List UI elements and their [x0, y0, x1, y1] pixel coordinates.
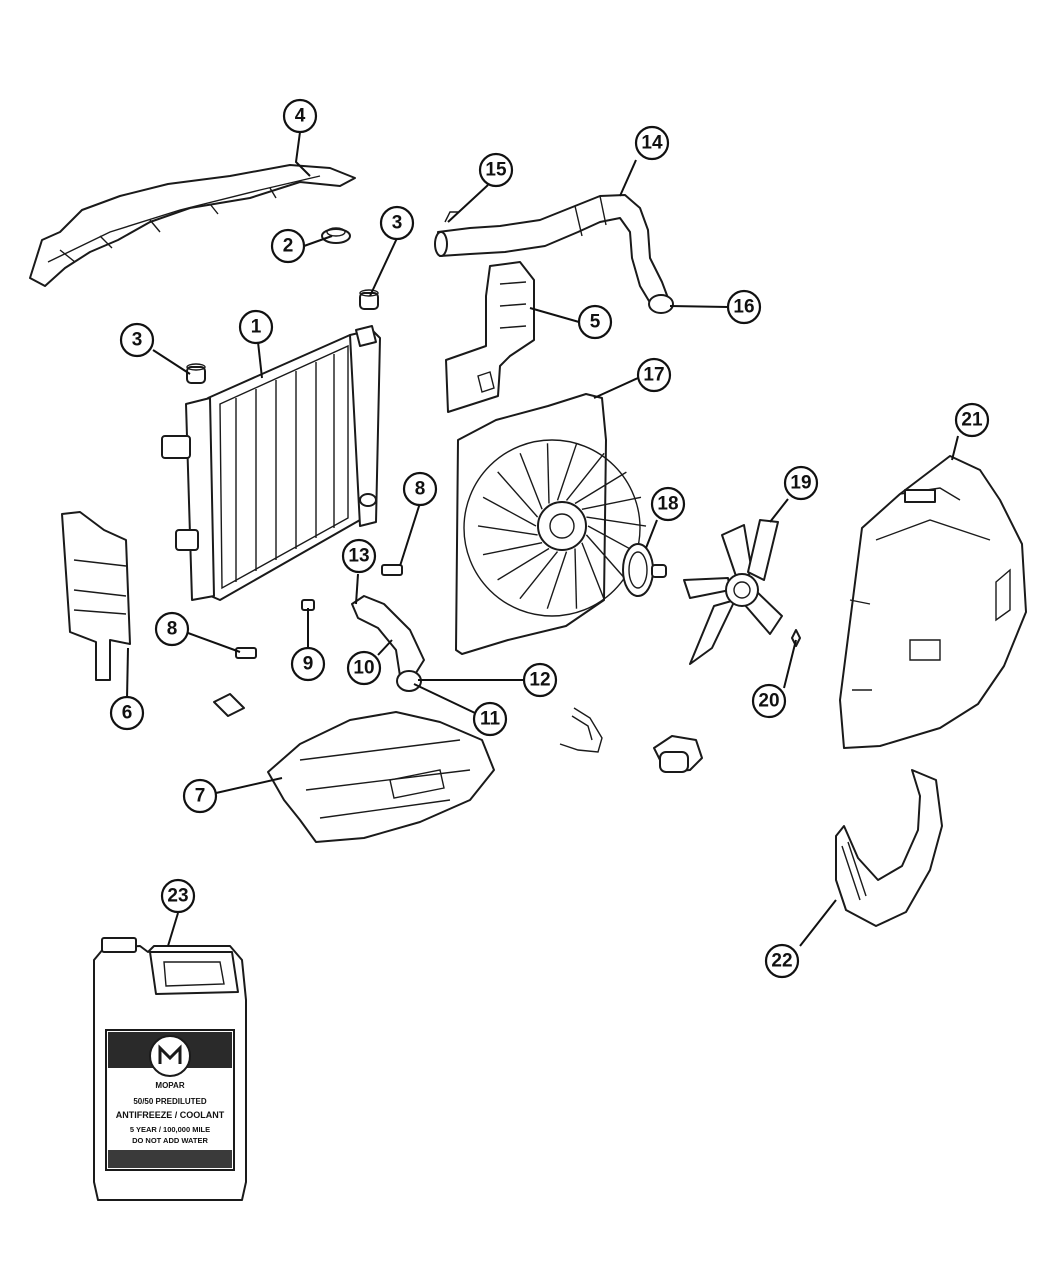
fan-spoke [565, 452, 605, 501]
callout-6-label: 6 [122, 703, 133, 724]
callout-13-label: 13 [348, 546, 369, 567]
callout-20: 20 [751, 683, 787, 719]
callout-11: 11 [472, 701, 508, 737]
callout-19-label: 19 [790, 473, 811, 494]
fan-spoke [574, 548, 578, 609]
clip-left [235, 647, 257, 659]
callout-16-label: 16 [733, 297, 754, 318]
callout-3-left-label: 3 [132, 330, 143, 351]
fan-clutch [622, 543, 667, 597]
small-bracket [213, 693, 245, 717]
upper-insulator [359, 289, 379, 310]
callout-10: 10 [346, 650, 382, 686]
jug-line1-text: 50/50 PREDILUTED [133, 1097, 207, 1106]
callout-23-label: 23 [167, 886, 188, 907]
fan-blade [683, 519, 783, 665]
jug-brand-text: MOPAR [155, 1081, 184, 1090]
callout-22-label: 22 [771, 951, 792, 972]
callout-14: 14 [634, 125, 670, 161]
upper-radiator-hose [434, 194, 674, 314]
fan-spoke [585, 534, 627, 581]
callout-23: 23 [160, 878, 196, 914]
callout-18: 18 [650, 486, 686, 522]
callout-16: 16 [726, 289, 762, 325]
callout-13: 13 [341, 538, 377, 574]
callout-17-label: 17 [643, 365, 664, 386]
left-insulator [186, 363, 206, 384]
air-deflector-bracket [445, 261, 535, 413]
fan-spoke [497, 547, 550, 581]
fan-spoke [482, 542, 543, 556]
callout-12-label: 12 [529, 670, 550, 691]
fan-spoke [482, 496, 537, 527]
fan-spoke [581, 496, 642, 510]
callout-10-label: 10 [353, 658, 374, 679]
lower-fan-shroud [839, 455, 1027, 749]
callout-2: 2 [270, 228, 306, 264]
callout-15-label: 15 [485, 160, 507, 181]
callout-20-label: 20 [758, 691, 779, 712]
callout-14-label: 14 [641, 133, 663, 154]
callout-22: 22 [764, 943, 800, 979]
callout-8-right-label: 8 [415, 479, 426, 500]
jug-line2-text: ANTIFREEZE / COOLANT [116, 1110, 225, 1120]
water-outlet [653, 735, 703, 773]
callout-8-left-label: 8 [167, 619, 178, 640]
fan-spoke [497, 471, 539, 518]
fan-spoke [581, 542, 605, 600]
callout-1-label: 1 [251, 317, 262, 338]
fan-spoke [546, 443, 550, 504]
fan-spoke [519, 551, 559, 600]
callout-3-left: 3 [119, 322, 155, 358]
callout-8-right: 8 [402, 471, 438, 507]
fan-spoke [556, 443, 578, 501]
jug-line3-text: 5 YEAR / 100,000 MILE [130, 1125, 210, 1134]
callout-18-label: 18 [657, 494, 678, 515]
fan-spoke [477, 525, 538, 536]
radiator-cap [321, 227, 351, 244]
fan-spoke [519, 452, 543, 510]
callout-5: 5 [577, 304, 613, 340]
shroud-extension [835, 769, 943, 927]
callout-11-label: 11 [480, 709, 501, 730]
callout-3-upper: 3 [379, 205, 415, 241]
callout-2-label: 2 [283, 236, 294, 257]
hose-bracket [559, 707, 603, 753]
callout-3-upper-label: 3 [392, 213, 403, 234]
callout-15: 15 [478, 152, 514, 188]
radiator [161, 325, 381, 601]
callout-12: 12 [522, 662, 558, 698]
splash-pan [267, 711, 495, 843]
callout-21: 21 [954, 402, 990, 438]
callout-7: 7 [182, 778, 218, 814]
callout-19: 19 [783, 465, 819, 501]
callout-4: 4 [282, 98, 318, 134]
coolant-jug: MOPAR 50/50 PREDILUTED ANTIFREEZE / COOL… [93, 937, 247, 1201]
fan-spoke [574, 471, 627, 505]
side-air-deflector [61, 511, 131, 681]
callout-9: 9 [290, 646, 326, 682]
fan-spoke [546, 551, 568, 609]
callout-6: 6 [109, 695, 145, 731]
callout-5-label: 5 [590, 312, 601, 333]
callout-21-label: 21 [961, 410, 983, 431]
fan-spoke [586, 516, 647, 527]
clip-right [381, 564, 403, 576]
callout-17: 17 [636, 357, 672, 393]
clip-fastener [791, 629, 801, 647]
lower-radiator-hose [351, 595, 425, 692]
callout-7-label: 7 [195, 786, 206, 807]
callout-8-left: 8 [154, 611, 190, 647]
upper-air-deflector [29, 164, 356, 287]
leader-lines [126, 131, 959, 947]
callout-1: 1 [238, 309, 274, 345]
callout-9-label: 9 [303, 654, 314, 675]
jug-line4-text: DO NOT ADD WATER [132, 1136, 208, 1145]
fan-shroud [455, 393, 647, 655]
callout-4-label: 4 [295, 106, 306, 127]
